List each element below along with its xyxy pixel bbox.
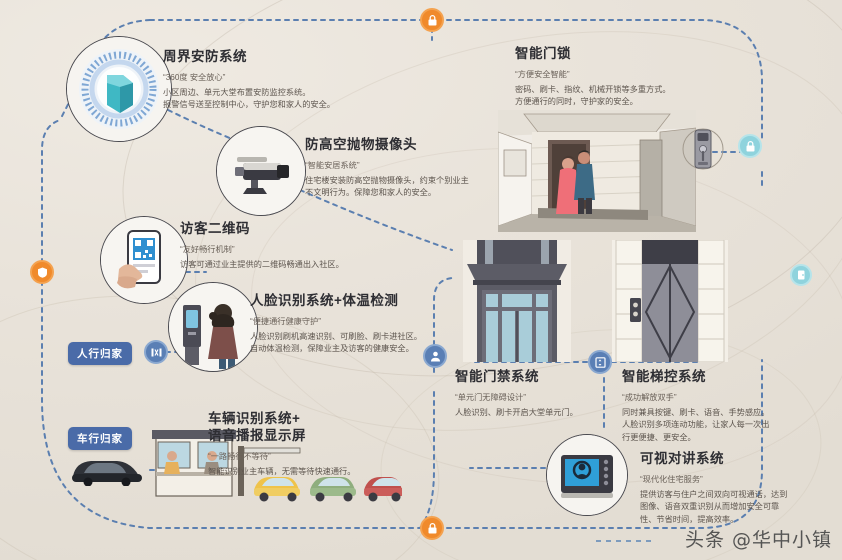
node-elevator-icon[interactable] [588,350,612,374]
section-quote: “单元门无障碍设计” [455,393,526,402]
lock-icon [428,14,436,25]
section-title: 智能梯控系统 [622,369,706,384]
door-lock-handle-icon [682,122,724,176]
section-title: 智能门锁 [515,46,571,61]
section-perimeter-security: 周界安防系统 “360度 安全放心” 小区周边、单元大堂布置安防监控系统。 报警… [163,48,373,112]
section-video-intercom: 可视对讲系统 “现代化住宅服务” 提供访客与住户之间双向可视通话，达到 图像、语… [640,450,835,526]
section-quote: “360度 安全放心” [163,73,226,82]
person-icon [430,351,440,361]
section-vehicle-recognition: 车辆识别系统+ 语音播报显示屏 “一路畅行不等待” 智能识别业主车辆，无需等待快… [208,410,428,478]
pill-vehicle-return[interactable]: 车行归家 [68,427,132,450]
shield-icon [37,267,47,278]
watermark-text: 头条 @华中小镇 [684,529,832,551]
door-icon [798,270,805,280]
face-scan-terminal-medallion [168,282,258,372]
section-title: 防高空抛物摄像头 [305,137,417,152]
section-smart-elevator-control: 智能梯控系统 “成功解放双手” 同时兼具按键、刷卡、语音、手势感应。 人脸识别多… [622,368,822,444]
elevator-icon [594,356,606,368]
section-title: 访客二维码 [180,221,250,236]
lock-icon [428,522,436,533]
section-desc: 同时兼具按键、刷卡、语音、手势感应。 人脸识别多项连动功能，让家人每一次出 行更… [622,408,770,442]
section-quote: “一路畅行不等待” [208,452,271,461]
section-quote: “成功解放双手” [622,393,677,402]
node-person-icon-access[interactable] [423,344,447,368]
section-title: 可视对讲系统 [640,451,724,466]
section-desc: 人脸识别刷机高速识别、可刷脸、刷卡进社区。 自动体温检测，保障业主及访客的健康安… [250,332,422,354]
section-desc: 提供访客与住户之间双向可视通话，达到 图像、语音双重识别从而增加安全可靠 性、节… [640,490,788,524]
section-anti-falling-object-camera: 防高空抛物摄像头 “智能安居系统” 住宅楼安装防高空抛物摄像头，约束个别业主 不… [305,136,515,200]
gatehouse-and-vehicles-illustration [142,428,404,504]
perimeter-radar-medallion [66,36,172,142]
section-desc: 住宅楼安装防高空抛物摄像头，约束个别业主 不文明行为。保障您和家人的安全。 [305,176,469,198]
gate-icon [151,348,161,356]
smart-lock-room-scene [497,109,697,233]
section-desc: 智能识别业主车辆，无需等待快速通行。 [208,467,356,476]
section-title: 周界安防系统 [163,49,247,64]
section-desc: 访客可通过业主提供的二维码畅通出入社区。 [180,260,344,269]
cctv-camera-medallion [216,126,306,216]
elevator-doors-illustration [612,239,728,363]
section-quote: “现代化住宅服务” [640,475,703,484]
node-shield-icon-left[interactable] [30,260,54,284]
watermark-dots [596,540,656,542]
video-intercom-medallion [546,434,628,516]
section-quote: “方便安全智能” [515,70,570,79]
section-quote: “智能安居系统” [305,161,360,170]
section-quote: “便捷通行健康守护” [250,317,321,326]
lobby-entrance-door-illustration [455,240,579,362]
lock-icon [746,140,754,151]
section-desc: 人脸识别、刷卡开启大堂单元门。 [455,408,578,417]
section-quote: “友好畅行机制” [180,245,235,254]
section-desc: 小区周边、单元大堂布置安防监控系统。 报警信号送至控制中心，守护您和家人的安全。 [163,88,335,110]
section-title: 智能门禁系统 [455,369,539,384]
node-lock-icon-right[interactable] [738,134,762,158]
section-title: 人脸识别系统+体温检测 [250,293,399,308]
node-gate-icon[interactable] [144,340,168,364]
section-desc: 密码、刷卡、指纹、机械开锁等多重方式。 方便通行的同时，守护家的安全。 [515,85,671,107]
node-lock-icon-bottom[interactable] [420,516,444,540]
section-face-recognition-temperature: 人脸识别系统+体温检测 “便捷通行健康守护” 人脸识别刷机高速识别、可刷脸、刷卡… [250,292,480,356]
section-smart-door-lock: 智能门锁 “方便安全智能” 密码、刷卡、指纹、机械开锁等多重方式。 方便通行的同… [515,45,735,109]
sedan-car-illustration [70,452,144,487]
pill-pedestrian-return[interactable]: 人行归家 [68,342,132,365]
node-lock-icon-top[interactable] [420,8,444,32]
section-title: 车辆识别系统+ 语音播报显示屏 [208,411,306,443]
section-visitor-qr-code: 访客二维码 “友好畅行机制” 访客可通过业主提供的二维码畅通出入社区。 [180,220,400,271]
node-door-icon-right[interactable] [790,264,812,286]
section-smart-access-control: 智能门禁系统 “单元门无障碍设计” 人脸识别、刷卡开启大堂单元门。 [455,368,655,419]
